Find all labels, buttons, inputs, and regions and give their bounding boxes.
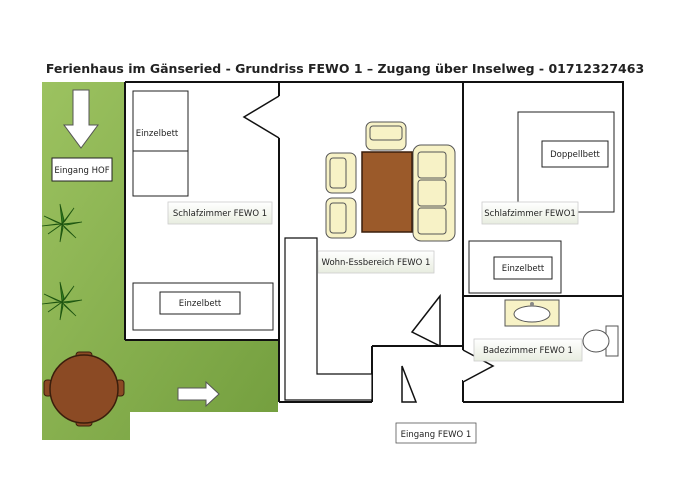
arrow-right-icon [177,380,220,408]
svg-text:Einzelbett: Einzelbett [136,129,179,139]
svg-text:Wohn-Essbereich FEWO 1: Wohn-Essbereich FEWO 1 [322,258,431,268]
single-bed: Einzelbett [468,240,562,294]
svg-text:Eingang FEWO 1: Eingang FEWO 1 [401,430,472,440]
plan-title: Ferienhaus im Gänseried - Grundriss FEWO… [46,61,644,76]
door [462,349,495,383]
bathroom-label: Badezimmer FEWO 1 [473,338,583,362]
svg-text:Eingang HOF: Eingang HOF [54,166,109,176]
door [242,95,280,139]
svg-text:Einzelbett: Einzelbett [179,299,222,309]
toilet [582,325,619,357]
single-bed: Einzelbett [132,90,189,197]
svg-text:Schlafzimmer FEWO1: Schlafzimmer FEWO1 [484,209,576,219]
double-bed: Doppellbett [517,111,615,213]
round-table [43,351,125,427]
bedroom-right-label: Schlafzimmer FEWO1 [481,201,579,225]
armchair [325,152,357,194]
svg-text:Doppellbett: Doppellbett [550,150,600,160]
kitchen-counter [284,237,373,401]
armchair [365,121,407,151]
entrance-yard-label: Eingang HOF [51,157,113,182]
dining-table [361,151,413,233]
single-bed: Einzelbett [132,282,274,331]
door [401,365,418,403]
svg-text:Schlafzimmer FEWO 1: Schlafzimmer FEWO 1 [173,209,267,219]
svg-text:Badezimmer FEWO 1: Badezimmer FEWO 1 [483,346,573,356]
armchair [325,197,357,239]
sink [504,299,560,327]
bedroom-left-label: Schlafzimmer FEWO 1 [167,201,273,225]
entrance-fewo-label: Eingang FEWO 1 [395,422,477,444]
plant-icon [41,281,83,321]
plant-icon [41,203,83,243]
sofa [412,144,456,242]
svg-text:Einzelbett: Einzelbett [502,264,545,274]
arrow-down-icon [63,89,99,149]
living-dining-label: Wohn-Essbereich FEWO 1 [317,250,435,274]
door [410,293,441,348]
